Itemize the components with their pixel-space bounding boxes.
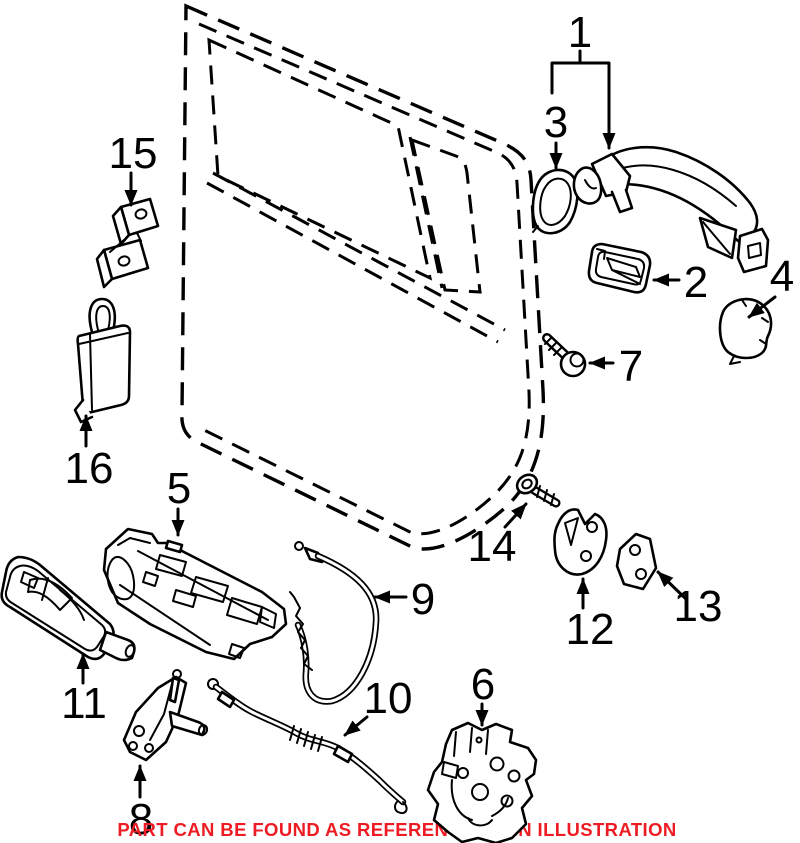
leader-10 [343, 715, 369, 737]
leader-lines [76, 49, 777, 799]
part-label-7: 7 [619, 342, 643, 391]
belt-line-upper [212, 171, 506, 332]
leader-1 [550, 61, 616, 150]
part-10-cable [207, 678, 408, 814]
part-labels: 1 2 3 4 5 6 7 8 9 10 11 12 13 14 15 16 [61, 8, 794, 843]
part-label-11: 11 [61, 679, 107, 728]
door-outer-edge [180, 3, 546, 551]
part-11-interior-handle [0, 555, 136, 662]
window-opening [207, 37, 433, 281]
part-label-2: 2 [684, 258, 708, 307]
part-label-10: 10 [364, 674, 413, 723]
part-label-8: 8 [129, 795, 153, 843]
part-label-3: 3 [544, 98, 568, 147]
part-label-4: 4 [770, 252, 794, 301]
part-5-carrier [102, 527, 288, 661]
part-6-door-lock [426, 721, 538, 843]
caption-text: PART CAN BE FOUND AS REFERENCE 3/5 IN IL… [117, 819, 676, 840]
quarter-window [409, 137, 482, 294]
part-label-1: 1 [568, 8, 592, 57]
door-frame-outline [180, 3, 546, 551]
part-14-screw [515, 473, 561, 508]
part-13-shim [615, 532, 658, 591]
part-8-bracket [122, 669, 209, 762]
part-label-5: 5 [167, 464, 191, 513]
part-1-exterior-handle [572, 146, 770, 274]
window-divider [408, 136, 444, 289]
part-15-bracket [95, 197, 160, 289]
part-label-15: 15 [109, 129, 158, 178]
part-label-6: 6 [471, 660, 495, 709]
part-label-9: 9 [411, 575, 435, 624]
part-label-14: 14 [468, 522, 517, 571]
part-3-gasket [531, 168, 579, 235]
leader-4 [747, 295, 777, 319]
leader-14 [503, 502, 528, 529]
part-label-13: 13 [674, 582, 723, 631]
part-9-cable [289, 541, 380, 705]
belt-line-lower [206, 181, 499, 344]
part-7-bolt [542, 333, 587, 378]
part-label-16: 16 [65, 444, 114, 493]
part-12-striker [553, 508, 608, 576]
part-label-12: 12 [566, 605, 615, 654]
door-inner-edge [198, 22, 531, 536]
leader-13 [656, 570, 688, 601]
part-2-bezel [587, 242, 652, 294]
part-16-module [73, 297, 132, 424]
